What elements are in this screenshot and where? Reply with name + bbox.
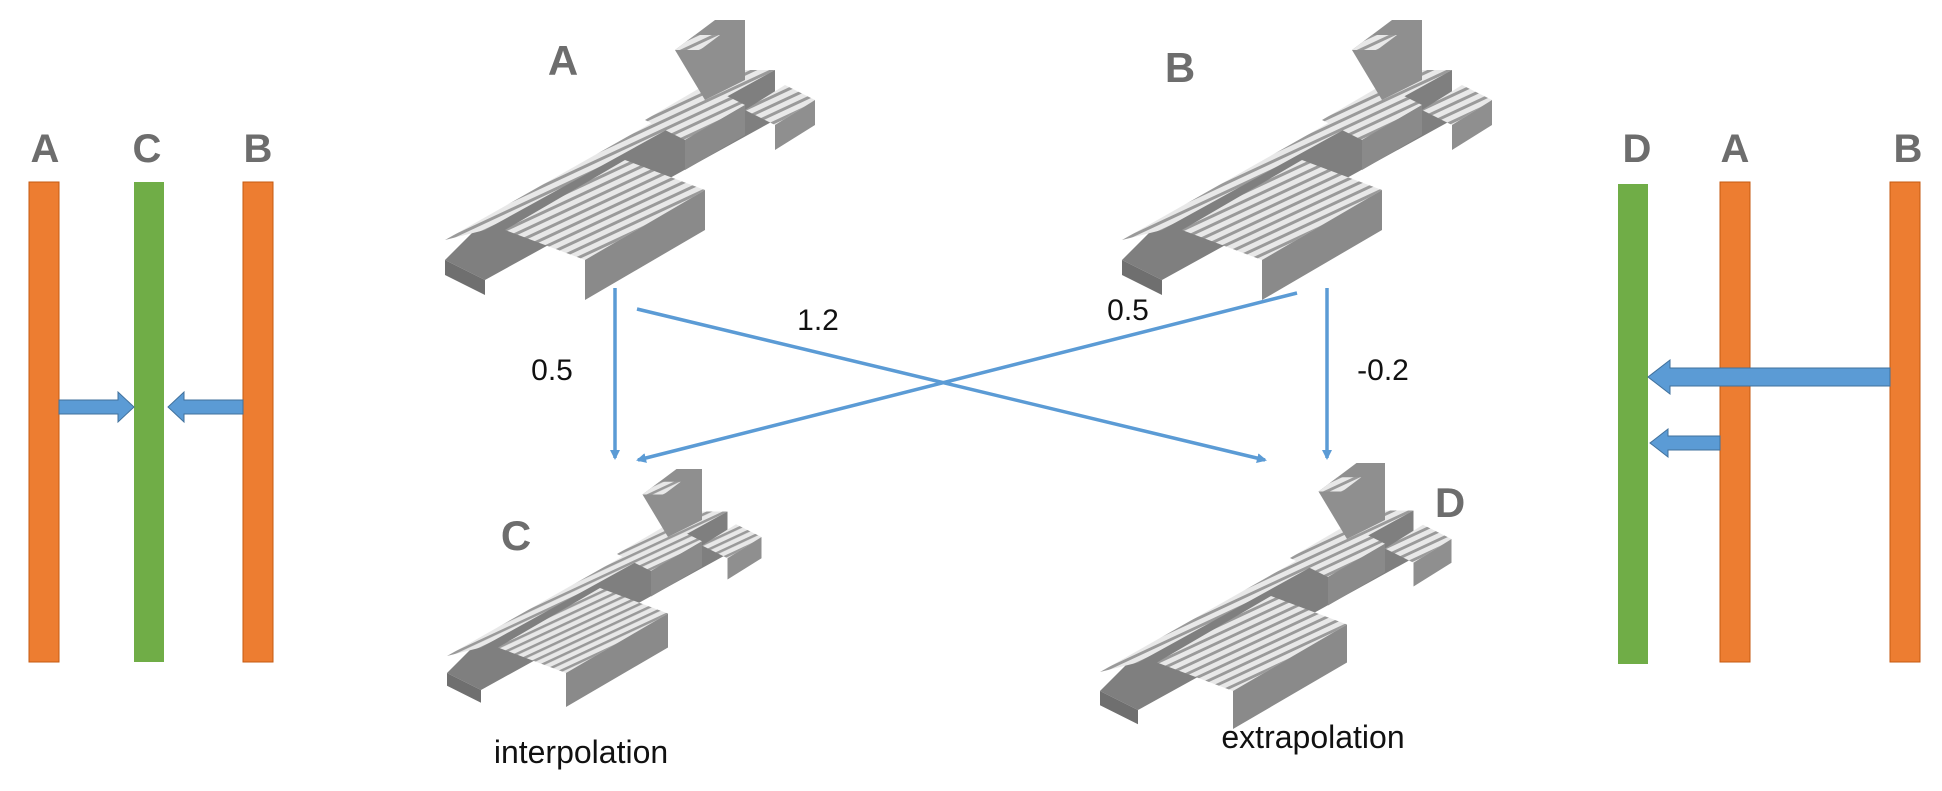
weight-arrows [610,288,1332,463]
weight-a-to-c: 0.5 [531,354,573,387]
right-bar-d [1618,184,1648,664]
weight-b-to-d: -0.2 [1357,354,1409,387]
arrow-a-to-d [636,307,1267,463]
left-bar-c-label: C [133,127,162,171]
left-bar-b [242,181,274,663]
right-bar-diagram: D A B [1618,127,1922,664]
interpolation-caption: interpolation [494,734,668,770]
left-arrow-a-to-c [58,390,135,424]
left-bar-a-label: A [31,127,60,171]
right-bar-a-label: A [1721,127,1750,171]
left-bar-b-label: B [244,127,273,171]
arrow-b-to-c [636,291,1298,463]
weight-b-to-c: 0.5 [1107,294,1149,327]
left-bar-diagram: A C B [28,127,274,663]
right-bar-a [1719,181,1751,663]
left-arrow-b-to-c [167,390,244,424]
right-bar-b [1889,181,1921,663]
model-c-voxel-plane [447,469,762,707]
model-d-label: D [1435,479,1465,526]
left-bar-a [28,181,60,663]
model-b-label: B [1165,44,1195,91]
weight-a-to-d: 1.2 [797,304,839,337]
model-a-voxel-plane [445,20,815,300]
model-d-voxel-plane [1100,463,1452,729]
model-a-label: A [548,37,578,84]
model-c-label: C [501,512,531,559]
right-arrow-b-to-d [1647,358,1891,396]
left-bar-c [134,182,164,662]
right-bar-b-label: B [1894,127,1923,171]
right-arrow-a-to-d [1649,427,1721,459]
extrapolation-caption: extrapolation [1221,719,1404,755]
right-bar-d-label: D [1623,127,1652,171]
